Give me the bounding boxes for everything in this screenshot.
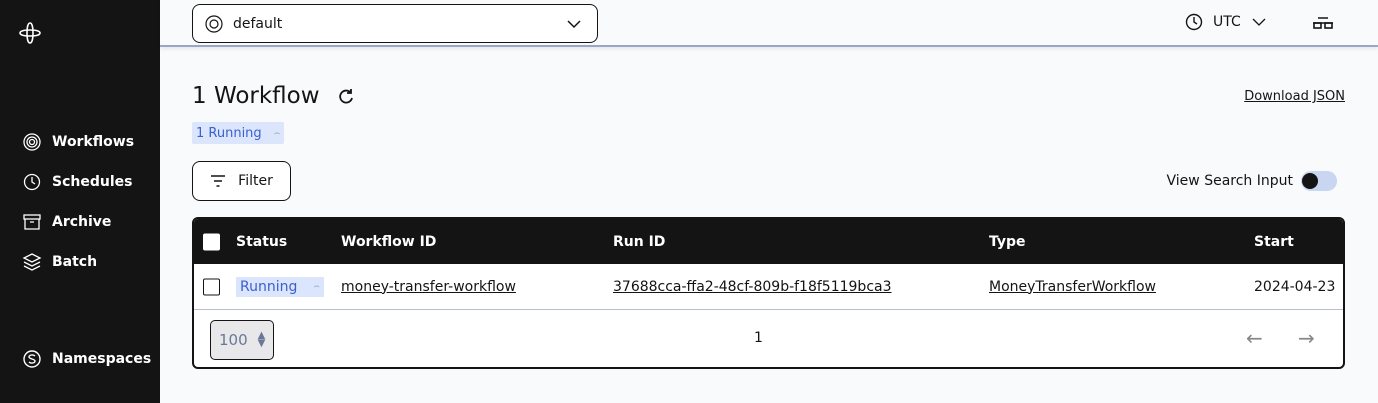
namespace-icon bbox=[205, 14, 223, 33]
running-indicator-icon: ⌢ bbox=[313, 281, 320, 292]
filter-button[interactable]: Filter bbox=[192, 161, 291, 201]
column-status: Status bbox=[236, 233, 288, 250]
column-type: Type bbox=[989, 233, 1026, 250]
table-header: Status Workflow ID Run ID Type Start bbox=[194, 219, 1343, 264]
table-row[interactable]: Running ⌢ money-transfer-workflow 37688cc… bbox=[194, 264, 1343, 310]
sidebar-item-label: Schedules bbox=[52, 174, 133, 190]
sidebar-item-label: Workflows bbox=[52, 134, 135, 150]
status-label: Running bbox=[240, 278, 298, 295]
updown-icon: ▲▼ bbox=[257, 330, 266, 349]
chevron-down-icon bbox=[1252, 18, 1266, 26]
batch-icon bbox=[22, 253, 42, 271]
download-json-link[interactable]: Download JSON bbox=[1244, 89, 1345, 104]
start-time: 2024-04-23 bbox=[1254, 278, 1336, 295]
namespace-select[interactable]: default bbox=[192, 4, 598, 43]
sidebar-item-batch[interactable]: Batch bbox=[22, 252, 97, 272]
pagination: 100 ▲▼ 1 ← → bbox=[194, 310, 1343, 367]
page-title: 1 Workflow bbox=[192, 83, 320, 109]
temporal-logo-icon[interactable] bbox=[18, 21, 42, 45]
refresh-icon[interactable] bbox=[336, 87, 356, 107]
status-badge: Running ⌢ bbox=[236, 276, 324, 297]
timezone-select[interactable]: UTC bbox=[1185, 13, 1267, 31]
next-page-arrow-icon[interactable]: → bbox=[1298, 326, 1315, 350]
running-count-label: 1 Running bbox=[196, 125, 262, 141]
sidebar-item-label: Archive bbox=[52, 214, 112, 230]
select-all-checkbox[interactable] bbox=[203, 233, 220, 250]
namespaces-icon bbox=[23, 350, 41, 368]
chevron-down-icon bbox=[567, 20, 581, 29]
archive-icon bbox=[23, 214, 41, 230]
sidebar-item-schedules[interactable]: Schedules bbox=[22, 172, 132, 192]
page-size-select[interactable]: 100 ▲▼ bbox=[210, 320, 274, 360]
column-run-id: Run ID bbox=[613, 233, 666, 250]
workflows-icon bbox=[23, 133, 41, 151]
run-id-link[interactable]: 37688cca-ffa2-48cf-809b-f18f5119bca3 bbox=[613, 278, 892, 295]
top-bar: default UTC bbox=[160, 0, 1378, 47]
page-number: 1 bbox=[754, 330, 763, 346]
sidebar: Workflows Schedules Archive Batch Namesp… bbox=[0, 0, 160, 403]
schedules-icon bbox=[23, 173, 41, 191]
previous-page-arrow-icon[interactable]: ← bbox=[1246, 326, 1263, 350]
type-link[interactable]: MoneyTransferWorkflow bbox=[989, 278, 1156, 295]
sidebar-item-archive[interactable]: Archive bbox=[22, 212, 111, 232]
sidebar-item-label: Namespaces bbox=[52, 351, 152, 367]
glasses-icon[interactable] bbox=[1312, 15, 1334, 31]
workflow-id-link[interactable]: money-transfer-workflow bbox=[341, 278, 516, 295]
sidebar-item-workflows[interactable]: Workflows bbox=[22, 132, 134, 152]
workflows-table: Status Workflow ID Run ID Type Start Run… bbox=[192, 217, 1345, 369]
sidebar-item-label: Batch bbox=[52, 254, 98, 270]
running-count-badge[interactable]: 1 Running ⌢ bbox=[192, 122, 285, 144]
clock-icon bbox=[1185, 13, 1203, 31]
column-workflow-id: Workflow ID bbox=[341, 233, 437, 250]
view-search-input-toggle[interactable] bbox=[1301, 171, 1337, 191]
timezone-value: UTC bbox=[1213, 14, 1241, 30]
row-checkbox[interactable] bbox=[203, 278, 220, 295]
running-indicator-icon: ⌢ bbox=[273, 127, 281, 139]
filter-label: Filter bbox=[238, 173, 273, 189]
namespace-value: default bbox=[233, 15, 283, 32]
column-start: Start bbox=[1254, 233, 1294, 250]
page-size-value: 100 bbox=[219, 331, 248, 349]
sidebar-item-namespaces[interactable]: Namespaces bbox=[22, 349, 151, 369]
view-search-input-label: View Search Input bbox=[1166, 173, 1293, 189]
filter-icon bbox=[211, 175, 226, 187]
view-search-input: View Search Input bbox=[1167, 171, 1337, 191]
